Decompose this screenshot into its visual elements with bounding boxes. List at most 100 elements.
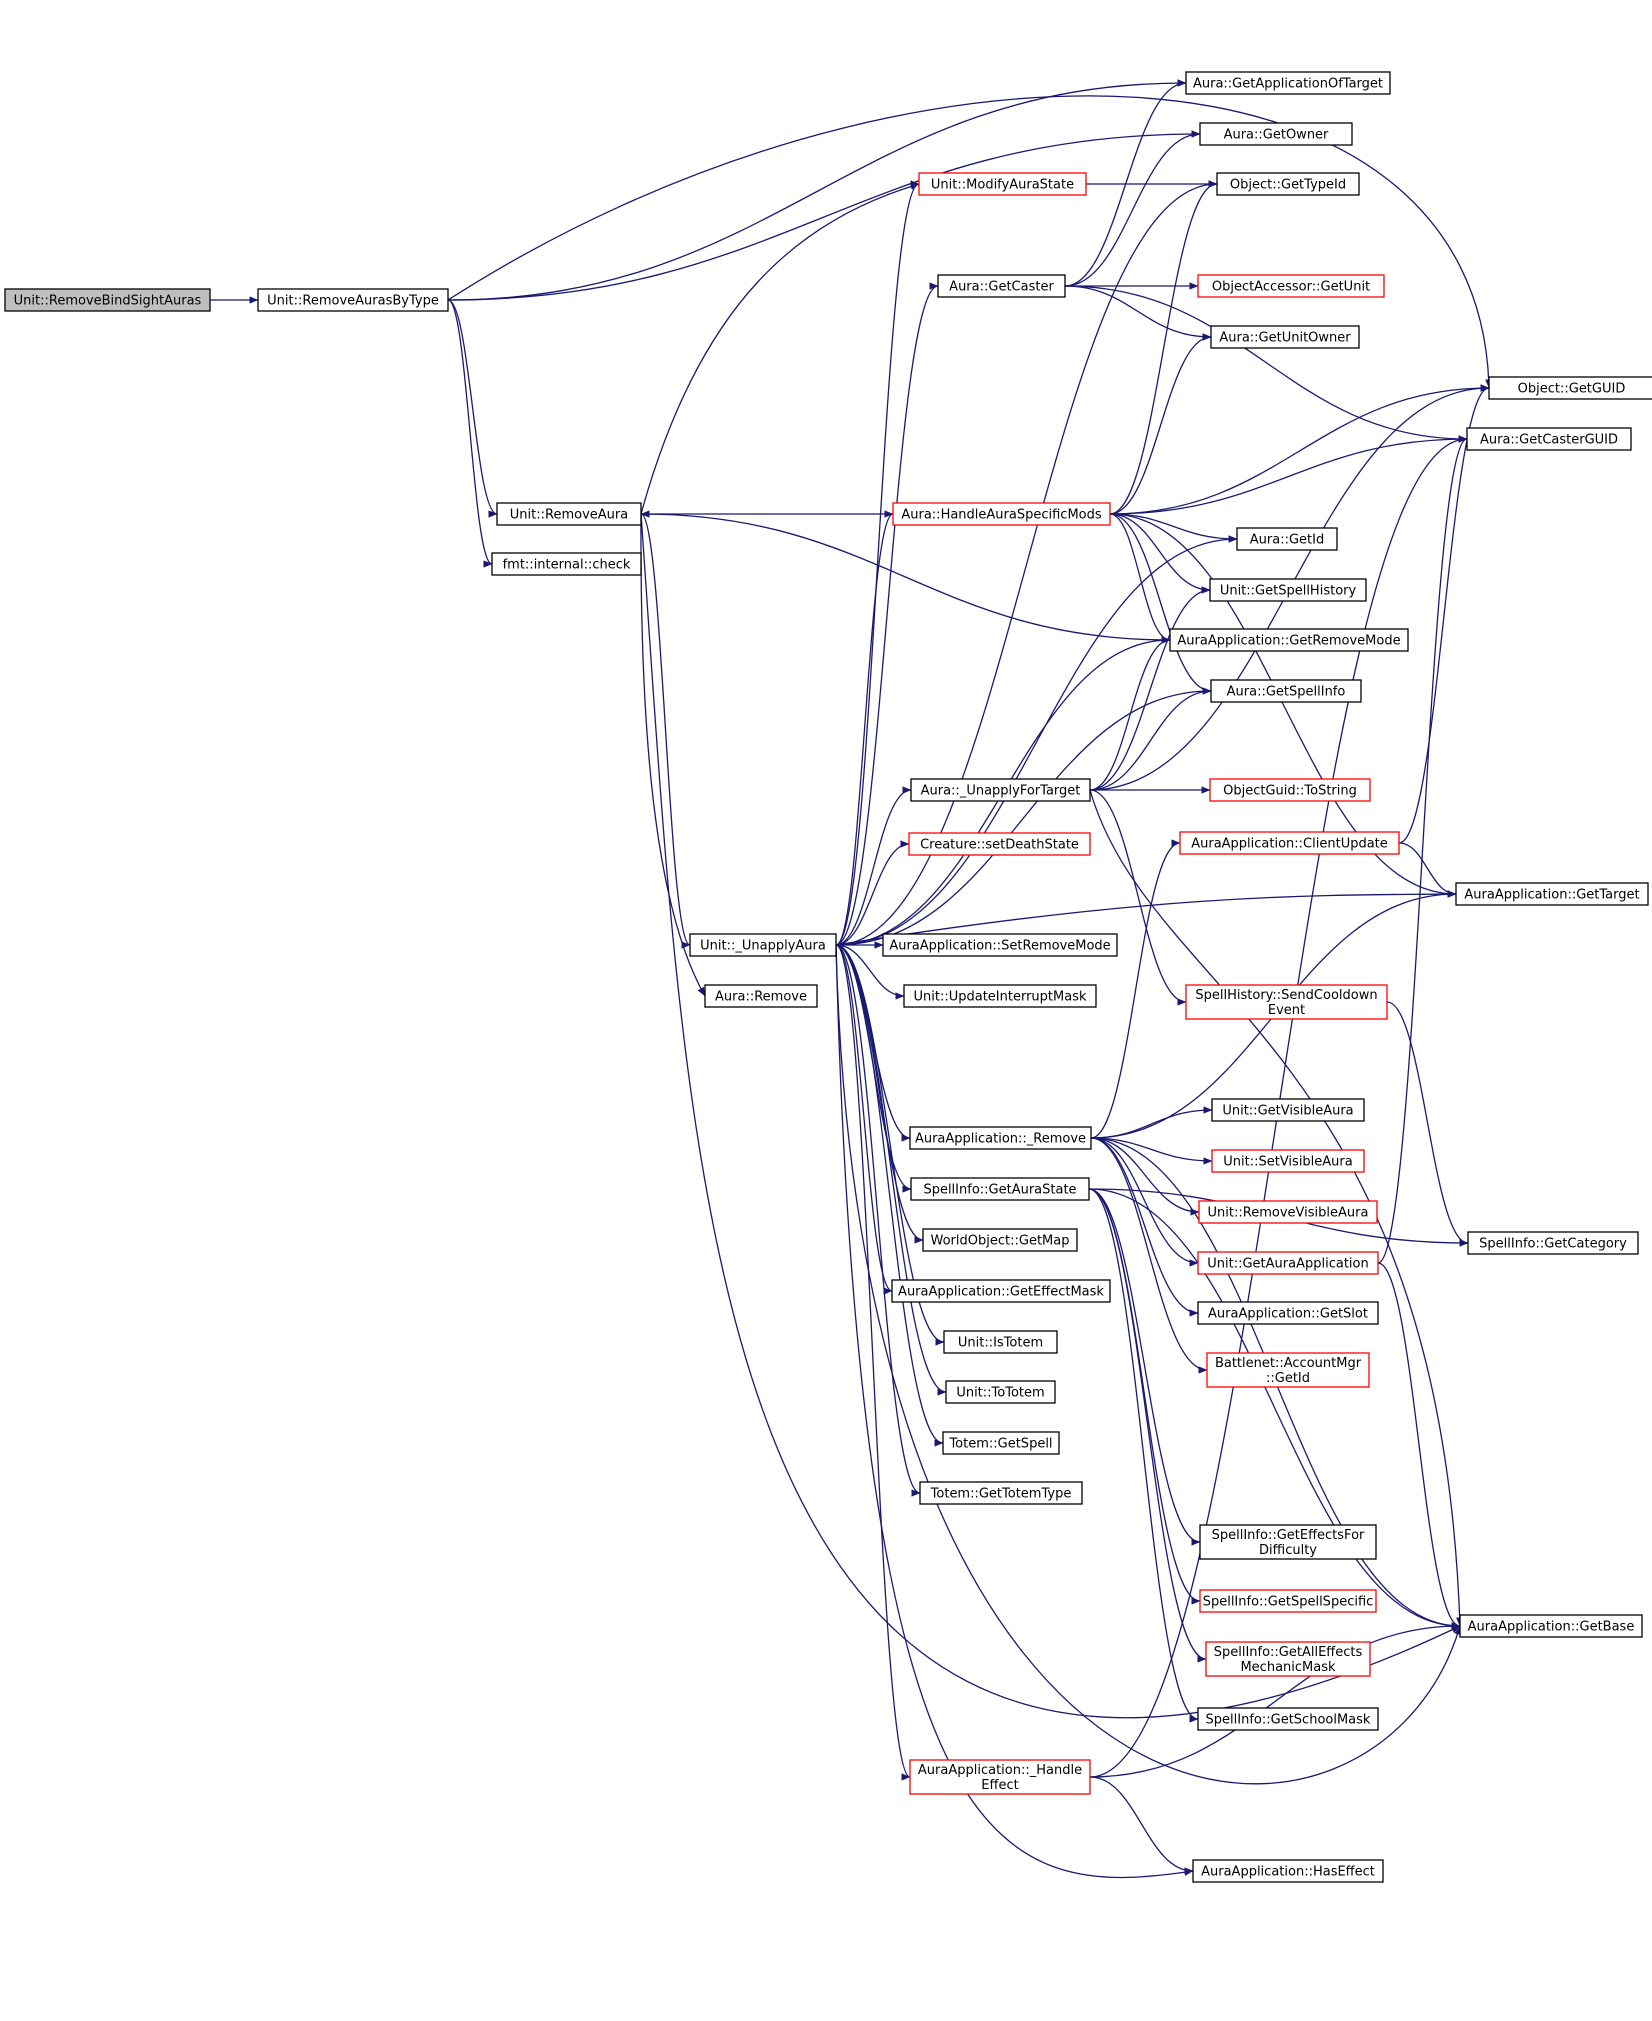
edge-n4-to-n48	[835, 944, 1462, 1785]
node-box	[1199, 1589, 1377, 1613]
node-box	[1209, 578, 1367, 602]
node-box	[1488, 376, 1652, 400]
graph-node-n41[interactable]: SpellInfo::GetCategory	[1467, 1231, 1639, 1255]
graph-node-n10[interactable]: Creature::setDeathState	[908, 832, 1091, 856]
node-box	[1185, 984, 1388, 1020]
edge-n13-to-n39	[1090, 1137, 1200, 1216]
node-box	[4, 288, 211, 312]
graph-node-n12[interactable]: Unit::UpdateInterruptMask	[903, 984, 1097, 1008]
graph-node-n34[interactable]: AuraApplication::ClientUpdate	[1179, 831, 1400, 855]
node-box	[1467, 1231, 1639, 1255]
graph-node-n20[interactable]: Totem::GetTotemType	[919, 1481, 1083, 1505]
edge-n2-to-n48	[640, 513, 1461, 1719]
graph-node-n48[interactable]: AuraApplication::GetBase	[1459, 1614, 1643, 1638]
node-label: Unit::RemoveVisibleAura	[1208, 1206, 1369, 1221]
edge-n9-to-n31	[1089, 636, 1171, 791]
graph-node-n37[interactable]: Unit::GetVisibleAura	[1211, 1098, 1365, 1122]
edge-n8-to-n29	[1109, 513, 1238, 543]
graph-node-n45[interactable]: SpellInfo::GetSpellSpecific	[1199, 1589, 1377, 1613]
graph-node-n49[interactable]: AuraApplication::HasEffect	[1192, 1859, 1384, 1883]
edge-n4-to-n29	[835, 535, 1238, 946]
node-label: SpellInfo::GetEffectsFor	[1212, 1528, 1365, 1543]
edge-n4-to-n7	[835, 282, 939, 946]
graph-node-n0[interactable]: Unit::RemoveBindSightAuras	[4, 288, 211, 312]
graph-node-n26[interactable]: Aura::GetUnitOwner	[1210, 325, 1360, 349]
graph-node-n16[interactable]: AuraApplication::GetEffectMask	[891, 1279, 1111, 1303]
graph-node-n14[interactable]: SpellInfo::GetAuraState	[910, 1177, 1090, 1201]
graph-node-n35[interactable]: AuraApplication::GetTarget	[1455, 882, 1649, 906]
graph-node-n4[interactable]: Unit::_UnapplyAura	[689, 933, 837, 957]
node-box	[918, 172, 1087, 196]
graph-node-n7[interactable]: Aura::GetCaster	[937, 274, 1066, 298]
edge-n8-to-n31	[1109, 513, 1171, 644]
node-label: ::GetId	[1266, 1371, 1310, 1386]
graph-node-n13[interactable]: AuraApplication::_Remove	[909, 1126, 1092, 1150]
node-box	[919, 1481, 1083, 1505]
node-box	[909, 1126, 1092, 1150]
edge-n14-to-n47	[1088, 1188, 1199, 1723]
edge-n8-to-n32	[1109, 513, 1212, 695]
graph-node-n25[interactable]: ObjectAccessor::GetUnit	[1197, 274, 1385, 298]
graph-node-n33[interactable]: ObjectGuid::ToString	[1209, 778, 1371, 802]
node-label: Object::GetGUID	[1518, 382, 1626, 397]
node-label: AuraApplication::HasEffect	[1201, 1865, 1375, 1880]
graph-node-n42[interactable]: AuraApplication::GetSlot	[1197, 1301, 1379, 1325]
graph-node-n17[interactable]: Unit::IsTotem	[943, 1330, 1058, 1354]
graph-node-n18[interactable]: Unit::ToTotem	[945, 1380, 1056, 1404]
edge-n2-to-n4	[640, 513, 691, 949]
node-label: Unit::IsTotem	[958, 1336, 1043, 1351]
graph-node-n31[interactable]: AuraApplication::GetRemoveMode	[1169, 628, 1409, 652]
graph-node-n9[interactable]: Aura::_UnapplyForTarget	[910, 778, 1091, 802]
graph-node-n2[interactable]: Unit::RemoveAura	[496, 502, 642, 526]
graph-node-n8[interactable]: Aura::HandleAuraSpecificMods	[892, 502, 1111, 526]
graph-node-n6[interactable]: Unit::ModifyAuraState	[918, 172, 1087, 196]
node-box	[910, 778, 1091, 802]
graph-node-n22[interactable]: Aura::GetApplicationOfTarget	[1185, 71, 1391, 95]
node-box	[491, 552, 642, 576]
graph-node-n15[interactable]: WorldObject::GetMap	[922, 1228, 1078, 1252]
edge-n21-to-n48	[1089, 1622, 1461, 1778]
edge-n34-to-n35	[1398, 842, 1457, 898]
edge-n13-to-n34	[1090, 839, 1181, 1139]
node-box	[942, 1431, 1060, 1455]
graph-node-n30[interactable]: Unit::GetSpellHistory	[1209, 578, 1367, 602]
node-label: Unit::GetAuraApplication	[1207, 1257, 1368, 1272]
node-label: Unit::RemoveAura	[510, 508, 628, 523]
graph-node-n32[interactable]: Aura::GetSpellInfo	[1210, 679, 1362, 703]
graph-node-n40[interactable]: Unit::GetAuraApplication	[1197, 1251, 1379, 1275]
graph-node-n47[interactable]: SpellInfo::GetSchoolMask	[1197, 1707, 1379, 1731]
graph-node-n28[interactable]: Aura::GetCasterGUID	[1466, 427, 1632, 451]
node-label: Aura::GetCaster	[949, 280, 1054, 295]
node-label: Aura::GetSpellInfo	[1227, 685, 1346, 700]
graph-node-n23[interactable]: Aura::GetOwner	[1199, 122, 1353, 146]
node-label: SpellInfo::GetSchoolMask	[1206, 1713, 1371, 1728]
graph-node-n38[interactable]: Unit::SetVisibleAura	[1211, 1149, 1365, 1173]
edge-n4-to-n21	[835, 944, 911, 1781]
node-box	[1199, 1524, 1377, 1560]
edge-n36-to-n41	[1386, 1001, 1469, 1247]
node-label: Effect	[981, 1778, 1018, 1793]
graph-node-n5[interactable]: Aura::Remove	[704, 984, 818, 1008]
graph-node-n1[interactable]: Unit::RemoveAurasByType	[257, 288, 449, 312]
node-label: Aura::Remove	[715, 990, 807, 1005]
graph-node-n24[interactable]: Object::GetTypeId	[1216, 172, 1360, 196]
edge-n9-to-n32	[1089, 687, 1212, 791]
graph-node-n19[interactable]: Totem::GetSpell	[942, 1431, 1060, 1455]
graph-node-n43[interactable]: Battlenet::AccountMgr::GetId	[1206, 1352, 1370, 1388]
edge-n1-to-n27	[447, 95, 1493, 389]
graph-node-n27[interactable]: Object::GetGUID	[1488, 376, 1652, 400]
edge-n13-to-n40	[1090, 1137, 1199, 1267]
graph-node-n29[interactable]: Aura::GetId	[1236, 527, 1338, 551]
edge-n9-to-n48	[1089, 789, 1464, 1627]
graph-node-n11[interactable]: AuraApplication::SetRemoveMode	[882, 933, 1118, 957]
node-label: Unit::_UnapplyAura	[700, 939, 826, 954]
node-box	[1179, 831, 1400, 855]
node-box	[922, 1228, 1078, 1252]
graph-node-n39[interactable]: Unit::RemoveVisibleAura	[1198, 1200, 1378, 1224]
edge-n8-to-n26	[1109, 333, 1212, 515]
graph-node-n3[interactable]: fmt::internal::check	[491, 552, 642, 576]
